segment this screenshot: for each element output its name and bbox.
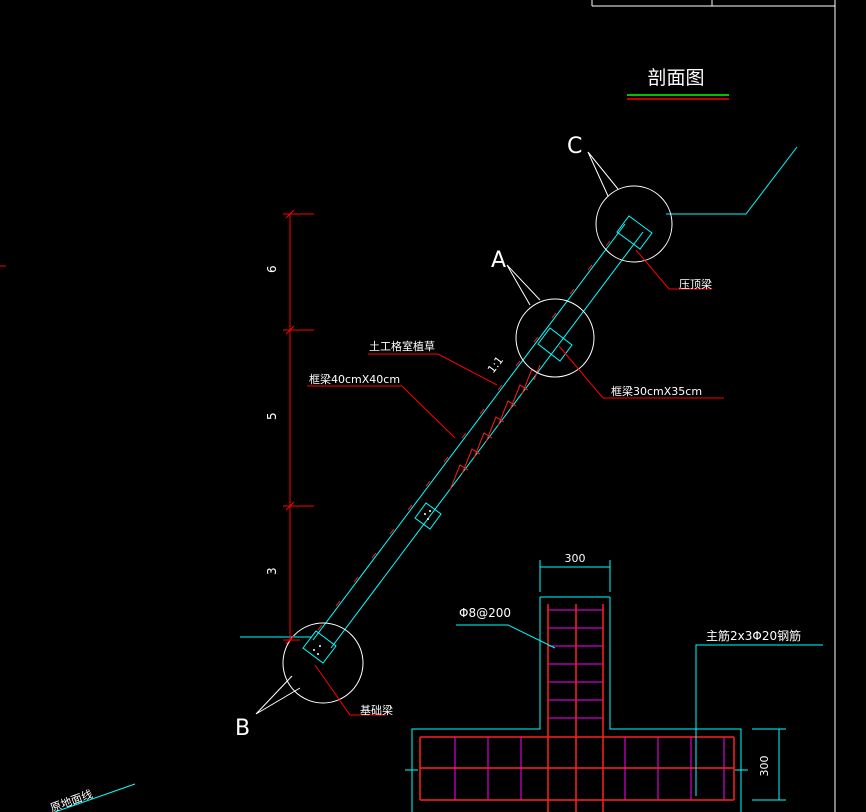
original-ground-line (54, 783, 136, 812)
slope-ratio-label: 1:1 (485, 354, 506, 376)
stirrup-leader (456, 624, 556, 649)
dim-top-value: 6 (265, 265, 279, 273)
t-section-outline (405, 596, 748, 812)
crown-beam-label: 压顶梁 (679, 277, 712, 291)
detail-bubble-c (587, 151, 673, 263)
original-ground-label: 原地面线 (48, 787, 94, 812)
stirrup-label: Φ8@200 (459, 606, 511, 620)
foundation-beam-box (302, 630, 337, 664)
main-rebar-leader (695, 644, 823, 796)
grid-beam-right-label: 框梁30cmX35cm (611, 384, 702, 398)
section-title: 剖面图 (647, 67, 704, 89)
dim-mid-value: 5 (265, 412, 279, 420)
width-dimension-value: 300 (565, 552, 586, 565)
top-ground-line (666, 146, 798, 215)
grid-beam-box (537, 327, 573, 362)
mid-joint-box (414, 502, 442, 530)
height-dimension (752, 728, 786, 801)
slope-beam (312, 223, 644, 649)
point-a-label: A (491, 248, 506, 273)
main-rebar-label: 主筋2x3Φ20钢筋 (706, 628, 801, 643)
dim-bottom-value: 3 (265, 567, 279, 575)
t-section-stirrups (454, 609, 725, 800)
mid-joint-dots (424, 510, 431, 520)
detail-bubble-a (506, 264, 595, 378)
detail-bubble-b (255, 622, 364, 715)
geotextile-label: 土工格室植草 (369, 339, 435, 353)
crown-beam-box (616, 215, 653, 250)
height-dimension-value: 300 (758, 756, 771, 777)
slope-rebar-marks (317, 240, 611, 631)
point-c-label: C (567, 134, 582, 159)
point-b-label: B (235, 716, 250, 741)
grid-beam-left-label: 框梁40cmX40cm (309, 372, 400, 386)
t-section-main-rebar (419, 604, 735, 812)
vertical-dimension (283, 209, 314, 645)
foundation-joint-dots (313, 645, 321, 655)
leader-lines (307, 249, 724, 716)
width-dimension (539, 560, 611, 592)
foundation-beam-label: 基础梁 (360, 703, 393, 717)
drawing-frame (0, 0, 836, 812)
